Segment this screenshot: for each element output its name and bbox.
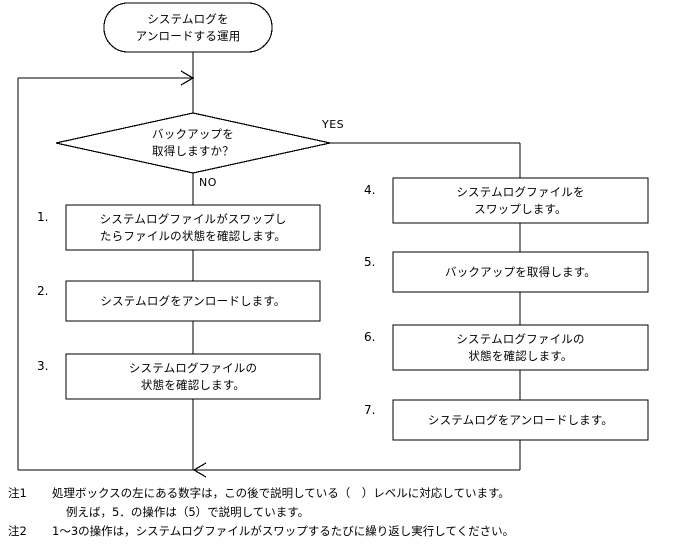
step-number-7: 7. bbox=[364, 403, 376, 417]
footnote-2: 注2 1～3の操作は，システムログファイルがスワップするたびに繰り返し実行してく… bbox=[8, 522, 668, 541]
footnotes: 注1 処理ボックスの左にある数字は，この後で説明している（ ）レベルに対応してい… bbox=[8, 484, 668, 541]
process-box-3 bbox=[65, 353, 321, 400]
process-box-7 bbox=[392, 399, 649, 441]
step-number-1: 1. bbox=[37, 210, 49, 224]
footnote-2-line-1: 1～3の操作は，システムログファイルがスワップするたびに繰り返し実行してください… bbox=[52, 524, 515, 538]
footnote-1-tag: 注1 bbox=[8, 486, 27, 500]
branch-label-no: NO bbox=[199, 176, 217, 189]
footnote-2-body: 1～3の操作は，システムログファイルがスワップするたびに繰り返し実行してください… bbox=[52, 522, 668, 541]
process-box-5 bbox=[392, 251, 649, 293]
arrowhead-return-left bbox=[192, 462, 207, 478]
process-box-4 bbox=[392, 177, 649, 224]
process-box-2 bbox=[65, 280, 321, 322]
footnote-1-body: 処理ボックスの左にある数字は，この後で説明している（ ）レベルに対応しています。… bbox=[52, 484, 668, 522]
arrowhead-loop-into-stem bbox=[180, 70, 195, 86]
step-number-5: 5. bbox=[364, 255, 376, 269]
step-number-2: 2. bbox=[37, 284, 49, 298]
footnote-1: 注1 処理ボックスの左にある数字は，この後で説明している（ ）レベルに対応してい… bbox=[8, 484, 668, 522]
step-number-6: 6. bbox=[364, 330, 376, 344]
footnote-2-tag: 注2 bbox=[8, 524, 27, 538]
terminator-shape bbox=[103, 2, 273, 53]
step-number-4: 4. bbox=[364, 183, 376, 197]
decision-diamond bbox=[55, 112, 331, 174]
footnote-1-line-1: 処理ボックスの左にある数字は，この後で説明している（ ）レベルに対応しています。 bbox=[52, 486, 510, 500]
process-box-1 bbox=[65, 204, 321, 251]
process-box-6 bbox=[392, 324, 649, 371]
branch-label-yes: YES bbox=[322, 118, 345, 131]
footnote-1-line-2: 例えば，5．の操作は（5）で説明しています。 bbox=[66, 505, 310, 519]
step-number-3: 3. bbox=[37, 359, 49, 373]
